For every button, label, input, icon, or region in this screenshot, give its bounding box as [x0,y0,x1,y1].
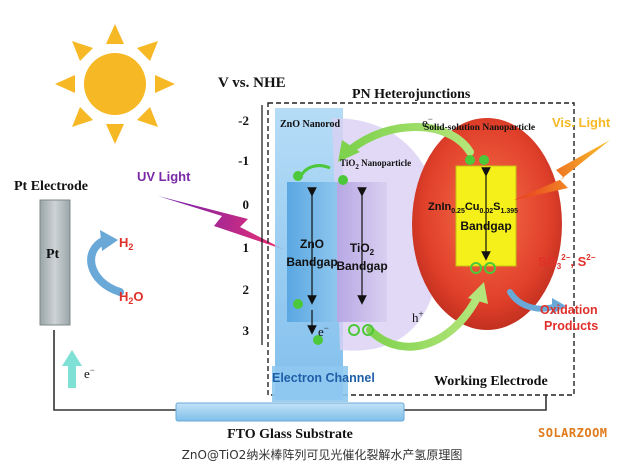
electron-channel-bottom [272,366,348,402]
fto-substrate [175,402,405,422]
hole-label-sup: + [419,309,424,319]
hole-transfer-arrowhead [468,282,488,304]
h2o-label-sub: 2 [128,296,133,306]
hole-label-base: h [412,310,419,325]
zis-formula-part: S [493,201,500,213]
sulfite-sup: 2− [561,253,570,262]
zis-bandgap-label: Bandgap [460,219,511,233]
sun-icon [55,24,175,144]
hole-label: h+ [412,309,424,325]
electron-dot [293,299,303,309]
h2o-label-base: H [119,289,128,304]
axis-tick-label: 1 [243,240,250,255]
electron-dot [479,155,489,165]
working-electrode-box [267,102,575,396]
hole-dot [362,324,374,336]
electron-label-base: e [422,115,428,130]
uv-light-bolt [158,196,285,250]
zis-formula-part: Cu [465,201,480,213]
electron-dot [338,175,348,185]
oxidation-label: Oxidation [540,303,598,317]
axis-tick-label: -2 [238,113,249,128]
h2-label-sub: 2 [128,242,133,252]
sulfite-sub: 3 [557,262,562,271]
fto-label: FTO Glass Substrate [227,427,353,442]
tio2-nanoparticle-label-suffix: Nanoparticle [359,158,411,168]
electron-label-sup: − [428,114,433,124]
oxidation-arrow [507,289,559,312]
working-electrode-label: Working Electrode [434,374,548,389]
electron-transfer-arrowhead [338,140,360,162]
hole-transfer-arrow [366,292,482,351]
tio2-label: TiO2 [350,241,375,257]
circuit-wire [53,330,547,411]
watermark: SOLARZOOM [538,426,608,440]
axis-ticks: -2 -1 0 1 2 3 [238,113,249,338]
pt-electrode [39,199,71,326]
zis-formula-label: ZnIn0.25Cu0.02S1.395 [428,201,518,215]
sulfide-sup: 2− [586,253,595,262]
electron-dot [293,171,303,181]
vis-light-label: Vis. Light [552,115,611,130]
tio2-nanoparticle-label: TiO2 Nanoparticle [340,158,411,171]
electron-label-base: e [84,366,90,381]
electron-channel-label: Electron Channel [272,371,375,385]
h2o-to-h2-arrow [87,236,124,296]
electron-dot [465,155,475,165]
h2-label-base: H [119,235,128,250]
zno-bandgap-label: Bandgap [286,255,337,269]
electron-label-bottom: e− [318,323,329,339]
axis-title: V vs. NHE [218,75,286,91]
pt-label: Pt [46,247,60,262]
electron-label-sup: − [90,365,95,375]
vis-light-bolt [514,140,610,200]
tio2-label-sub: 2 [370,248,375,257]
electron-label-left: e− [84,365,95,381]
electron-dots [293,155,489,345]
zno-label: ZnO [300,237,324,251]
electron-dot [313,335,323,345]
solid-solution-label: Solid-solution Nanoparticle [424,123,535,133]
zis-formula-sub: 0.25 [451,208,465,215]
electron-label-sup: − [324,323,329,333]
electron-label-base: e [318,324,324,339]
zis-formula-sub: 0.02 [480,208,494,215]
hole-dot [470,262,482,274]
h2o-label-tail: O [133,289,143,304]
axis-tick-label: -1 [238,153,249,168]
sulfite-base: SO [538,254,557,269]
hole-dot [348,324,360,336]
uv-light-label: UV Light [137,169,191,184]
sulfite-sulfide-label: SO32−, S2− [538,253,596,271]
tio2-nanoparticle-label-sub: 2 [355,163,359,171]
axis-tick-label: 0 [243,197,250,212]
products-label: Products [544,319,598,333]
h2-label: H2 [119,235,133,252]
electron-up-arrow [62,350,82,388]
pt-electrode-label: Pt Electrode [14,179,88,194]
tio2-label-base: TiO [350,241,370,255]
sulfide-base: , S [570,254,586,269]
axis-tick-label: 3 [243,323,250,338]
electron-label-top: e− [422,114,433,130]
hole-dot [484,262,496,274]
figure-caption: ZnO@TiO2纳米棒阵列可见光催化裂解水产氢原理图 [181,448,463,462]
zis-formula-sub: 1.395 [500,208,518,215]
h2o-label: H2O [119,289,144,306]
tio2-nanoparticle-label-base: TiO [340,158,355,168]
pn-heterojunctions-label: PN Heterojunctions [352,87,471,102]
axis-tick-label: 2 [243,282,250,297]
electron-transfer-arrow [346,123,474,156]
hole-dots [348,262,496,336]
tio2-bandgap-label: Bandgap [336,259,387,273]
zno-nanorod-label: ZnO Nanorod [280,119,341,130]
zis-formula-part: ZnIn [428,201,451,213]
